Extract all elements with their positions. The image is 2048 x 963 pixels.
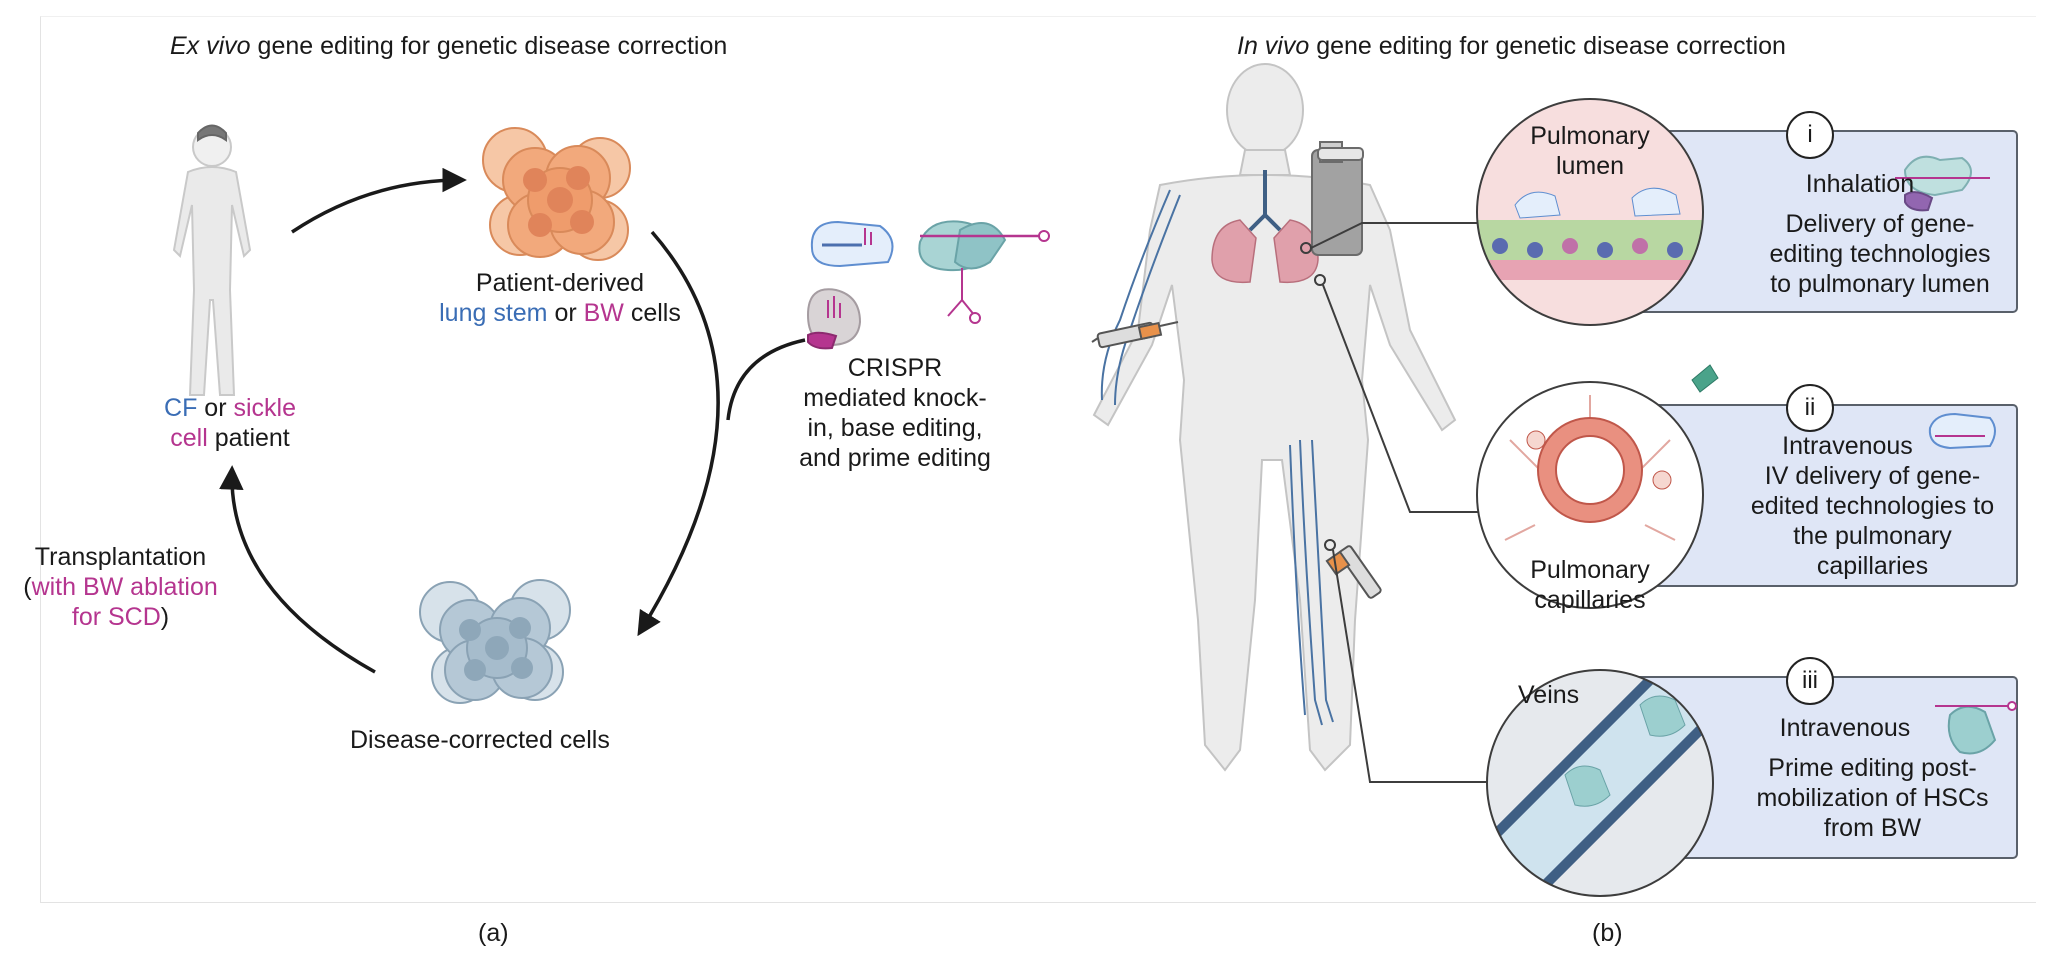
route-iii-text: Intravenous Prime editing post- mobiliza… <box>1756 714 1989 842</box>
magnifier-pulmonary-capillaries <box>1476 364 1719 609</box>
panel-i-tool-icon <box>1895 155 1990 212</box>
connector-lines <box>1300 222 1490 783</box>
mag-label-veins: Veins <box>1518 681 1580 709</box>
inhaler-icon <box>1311 141 1364 256</box>
ex-vivo-title: Ex vivo gene editing for genetic disease… <box>170 32 728 60</box>
corrected-cells-icon <box>419 579 571 704</box>
magnifier-veins <box>1486 669 1714 897</box>
crispr-tools-icon <box>806 220 1050 350</box>
route-number-i: i <box>1786 111 1834 159</box>
transplantation-label: Transplantation (with BW ablation for SC… <box>23 543 218 631</box>
route-number-iii: iii <box>1786 657 1834 705</box>
patient-label: CF or sickle cell patient <box>164 394 296 452</box>
syringe-leg-icon <box>1325 545 1382 599</box>
patient-derived-cells-label: Patient-derived lung stem or BW cells <box>439 269 681 327</box>
patient-derived-cells-icon <box>482 127 631 261</box>
panel-a-label: (a) <box>478 919 509 947</box>
human-body-icon <box>1092 63 1457 772</box>
route-ii-text: Intravenous IV delivery of gene- edited … <box>1750 432 1995 580</box>
patient-figure-icon <box>172 124 252 396</box>
in-vivo-title: In vivo gene editing for genetic disease… <box>1237 32 1786 60</box>
panel-ii-tool-icon <box>1928 412 1996 450</box>
arrow-cells-to-corrected <box>637 230 720 637</box>
magnifier-pulmonary-lumen <box>1476 98 1704 326</box>
panel-b-label: (b) <box>1592 919 1623 947</box>
arrow-corrected-to-patient <box>219 465 376 674</box>
route-number-ii: ii <box>1786 384 1834 432</box>
crispr-connector <box>726 338 806 421</box>
veins-icon <box>1100 189 1334 726</box>
crispr-label: CRISPR mediated knock- in, base editing,… <box>799 354 991 472</box>
arrow-patient-to-cells <box>291 167 467 234</box>
syringe-arm-icon <box>1091 321 1179 349</box>
panel-iii-tool-icon <box>1935 701 2017 755</box>
route-i-text: Inhalation Delivery of gene- editing tec… <box>1769 170 1991 298</box>
disease-corrected-label: Disease-corrected cells <box>350 726 610 754</box>
figure-frame <box>40 16 2036 903</box>
lungs-icon <box>1211 170 1319 284</box>
